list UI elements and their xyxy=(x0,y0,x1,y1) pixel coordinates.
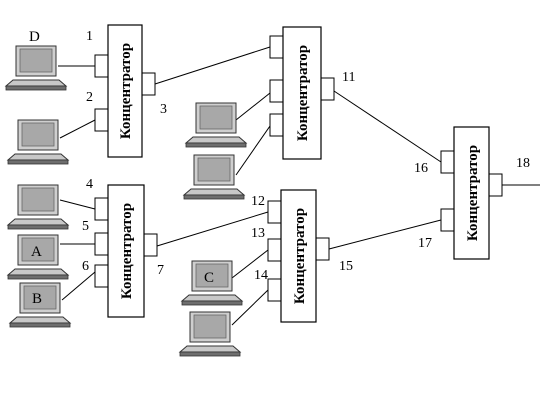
pc-label-d: D xyxy=(29,29,40,45)
hub-2-port-out xyxy=(319,77,335,101)
connection-lines xyxy=(58,46,540,326)
hub-5-port-17 xyxy=(440,208,456,232)
laptop-icon xyxy=(183,154,245,200)
port-label-18: 18 xyxy=(516,156,530,171)
port-label-12: 12 xyxy=(251,194,265,209)
hub-3: Концентратор xyxy=(94,184,158,318)
port-label-4: 4 xyxy=(86,177,93,192)
hub-3-label: Концентратор xyxy=(119,203,135,299)
port-label-17: 17 xyxy=(418,236,432,251)
hub-4-port-14 xyxy=(267,278,283,302)
hub-3-port-7 xyxy=(142,233,158,257)
laptop-icon xyxy=(185,102,247,148)
port-label-1: 1 xyxy=(86,29,93,44)
wire-4 xyxy=(59,199,96,210)
laptop-icon xyxy=(5,45,67,91)
laptop-icon xyxy=(7,119,69,165)
laptop-icon xyxy=(179,311,241,357)
port-label-7: 7 xyxy=(157,263,164,278)
port-label-11: 11 xyxy=(342,70,355,85)
laptop-icon xyxy=(7,184,69,230)
port-label-2: 2 xyxy=(86,90,93,105)
port-label-15: 15 xyxy=(339,259,353,274)
port-label-14: 14 xyxy=(254,268,268,283)
wire-13-c xyxy=(231,249,269,279)
wire-7-12 xyxy=(156,211,269,247)
port-label-13: 13 xyxy=(251,226,265,241)
hub-1-port-3 xyxy=(140,72,156,96)
hub-1-label: Концентратор xyxy=(118,43,134,139)
port-label-5: 5 xyxy=(82,219,89,234)
wire-2 xyxy=(59,119,96,139)
pc-label-b: B xyxy=(32,291,42,307)
wire-pc-mid2 xyxy=(235,125,271,176)
hub-3-port-5 xyxy=(94,232,110,256)
port-label-3: 3 xyxy=(160,102,167,117)
hub-4-port-15 xyxy=(314,237,330,261)
hub-5-port-16 xyxy=(440,150,456,174)
hub-5: Концентратор xyxy=(440,126,503,260)
hub-4-port-12 xyxy=(267,200,283,224)
port-label-6: 6 xyxy=(82,259,89,274)
hub-1-port-1 xyxy=(94,54,110,78)
hub-1: Концентратор xyxy=(94,24,156,158)
wire-14 xyxy=(231,289,269,326)
hub-2-label: Концентратор xyxy=(295,45,311,141)
hub-4: Концентратор xyxy=(267,189,330,323)
wire-11-16 xyxy=(333,90,442,163)
hub-5-label: Концентратор xyxy=(465,145,481,241)
wire-6 xyxy=(61,271,96,301)
hub-3-port-6 xyxy=(94,264,110,288)
wire-pc-mid1 xyxy=(235,92,271,121)
wire-15-17 xyxy=(328,219,442,250)
hub-4-label: Концентратор xyxy=(292,208,308,304)
hub-2-port-b xyxy=(269,113,285,137)
hub-5-port-18 xyxy=(487,173,503,197)
wire-3-11 xyxy=(154,46,271,85)
hub-1-port-2 xyxy=(94,108,110,132)
pc-label-c: C xyxy=(204,270,214,286)
hub-2-port-11 xyxy=(269,35,285,59)
hub-3-port-4 xyxy=(94,197,110,221)
hub-2-port-a xyxy=(269,79,285,103)
hub-4-port-13 xyxy=(267,238,283,262)
port-label-16: 16 xyxy=(414,161,428,176)
pc-label-a: A xyxy=(31,244,42,260)
hub-2: Концентратор xyxy=(269,26,335,160)
